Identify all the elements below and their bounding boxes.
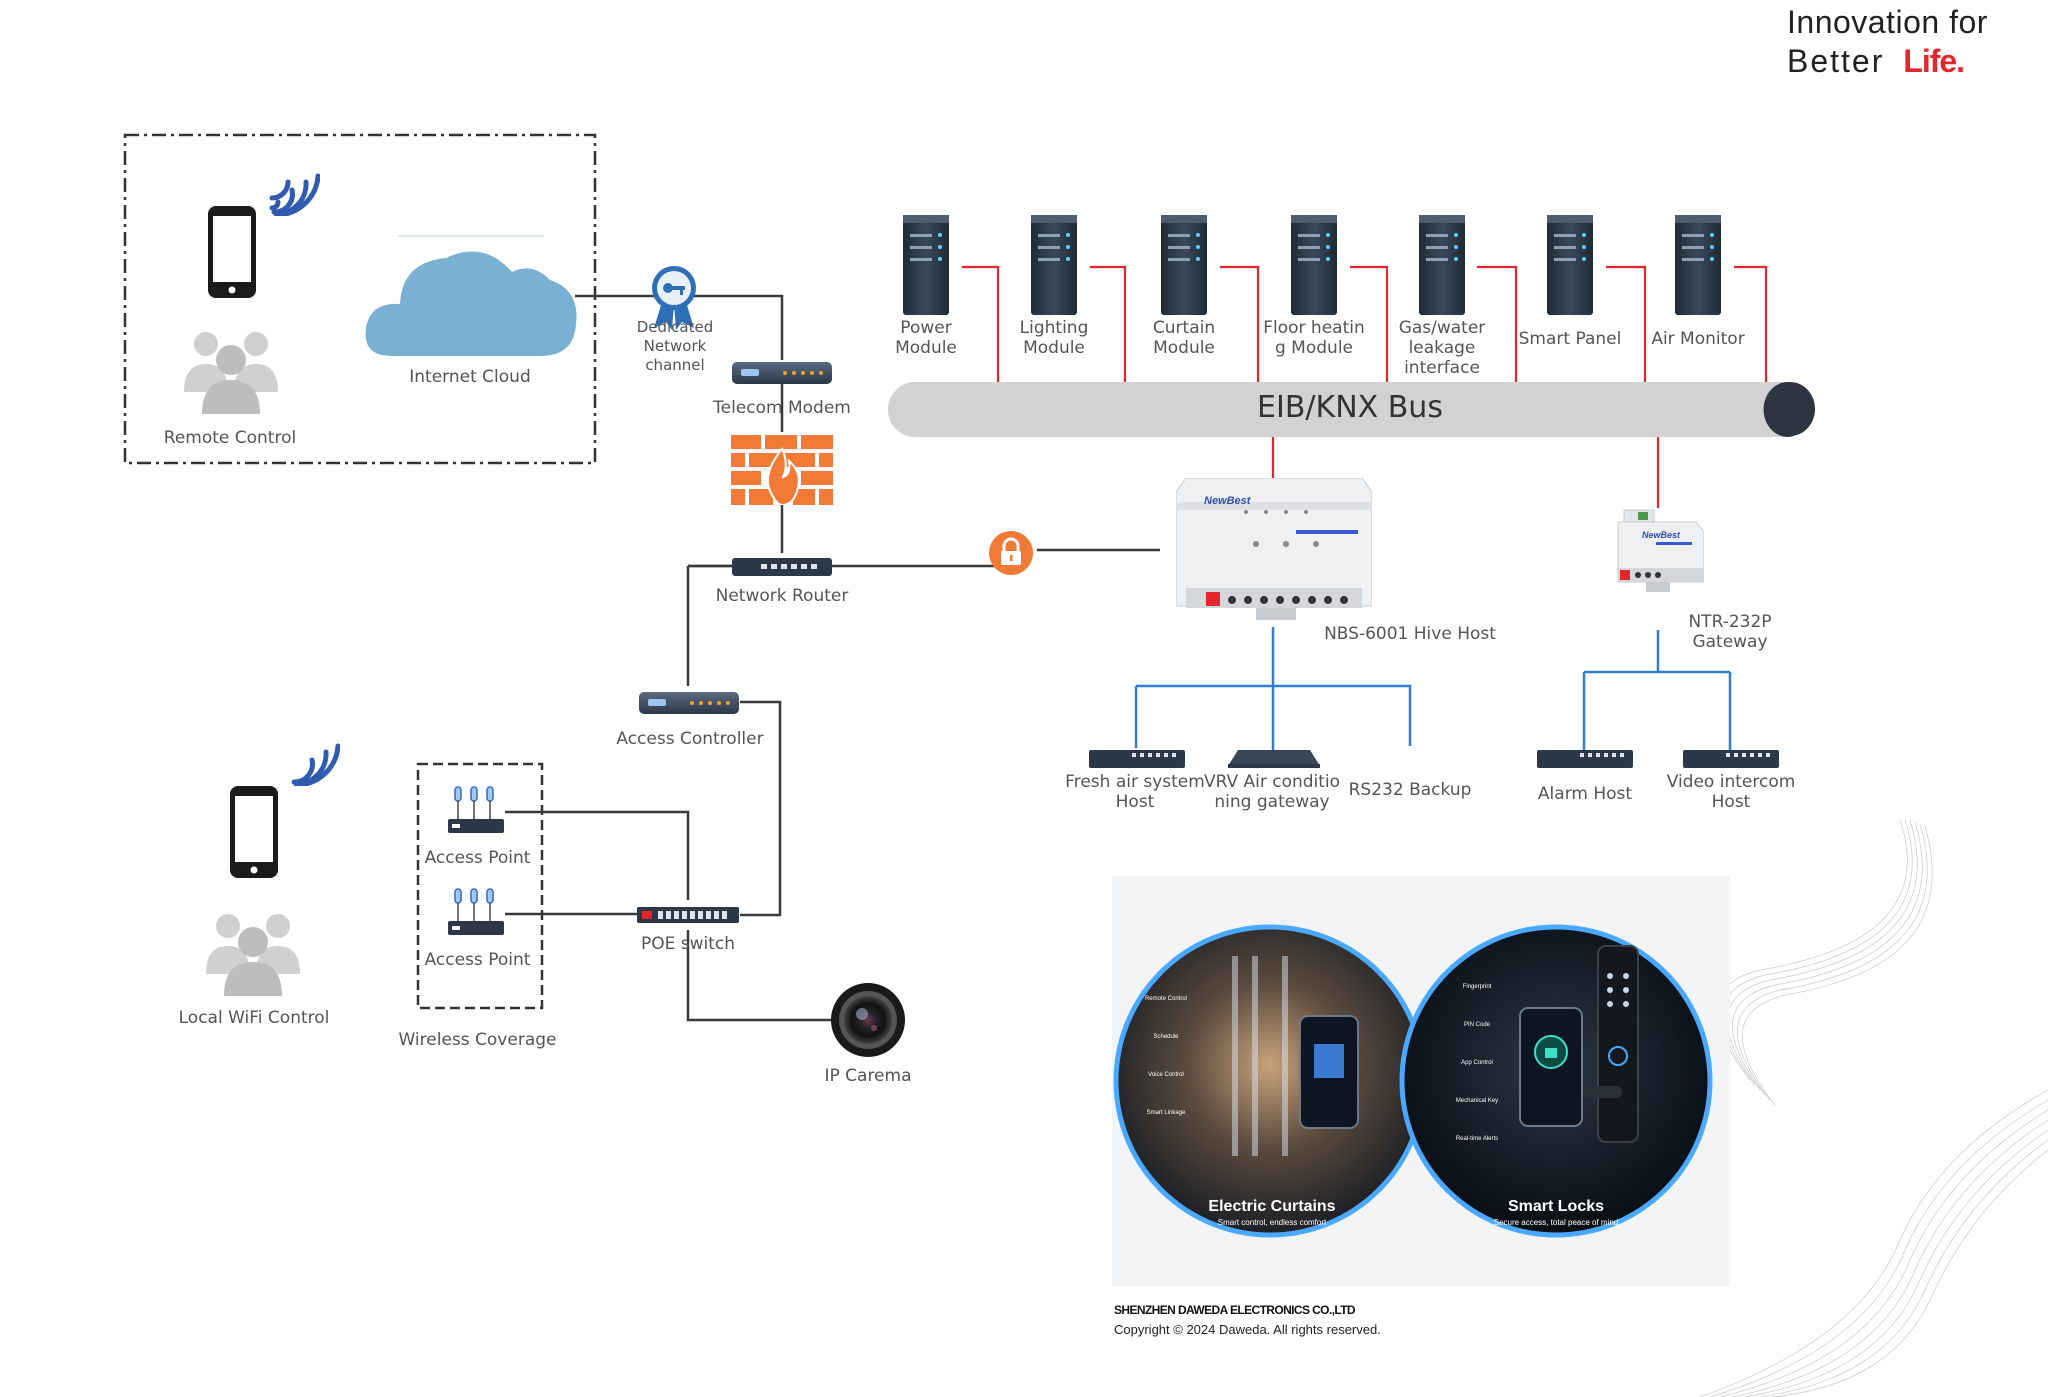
access-point-2-label: Access Point bbox=[424, 950, 531, 970]
curtains-subtitle: Smart control, endless comfort bbox=[1217, 1218, 1327, 1227]
fresh-air-host-icon bbox=[1089, 750, 1185, 768]
fresh-air-label: Fresh air system Host bbox=[1065, 772, 1205, 812]
remote-zone-box bbox=[123, 133, 597, 465]
locks-menu-item: Mechanical Key bbox=[1455, 1098, 1499, 1104]
modem-icon bbox=[732, 362, 832, 384]
module-label: Smart Panel bbox=[1518, 329, 1622, 349]
promo-image: Electric Curtains Smart control, endless… bbox=[1112, 876, 1730, 1286]
poe-switch-icon bbox=[637, 907, 739, 923]
tagline-better: Better bbox=[1787, 43, 1885, 79]
access-controller-label: Access Controller bbox=[616, 729, 764, 749]
module-rack-icon bbox=[1547, 215, 1593, 315]
module-rack-icon bbox=[903, 215, 949, 315]
tagline-line-2: Better Life. bbox=[1787, 43, 2037, 80]
bus-label: EIB/KNX Bus bbox=[1257, 390, 1443, 425]
curtains-title: Electric Curtains bbox=[1208, 1198, 1336, 1215]
hive-host-label: NBS-6001 Hive Host bbox=[1324, 624, 1496, 644]
telecom-modem-label: Telecom Modem bbox=[713, 398, 851, 418]
rs232-label: RS232 Backup bbox=[1348, 780, 1472, 800]
curtains-menu-item: Schedule bbox=[1153, 1034, 1179, 1040]
access-point-1-label: Access Point bbox=[424, 848, 531, 868]
locks-menu-item: Real-time Alerts bbox=[1455, 1136, 1499, 1142]
dedicated-channel-label: Dedicated Network channel bbox=[636, 318, 714, 374]
locks-title: Smart Locks bbox=[1507, 1198, 1605, 1215]
brand-tagline: Innovation for Better Life. bbox=[1787, 4, 2037, 80]
local-wifi-control-label: Local WiFi Control bbox=[178, 1008, 330, 1028]
curtains-menu-item: Remote Control bbox=[1144, 996, 1188, 1002]
curtains-caption: Electric Curtains Smart control, endless… bbox=[1152, 1198, 1392, 1227]
bus-drops bbox=[962, 265, 1768, 508]
module-rack-icon bbox=[1291, 215, 1337, 315]
curtains-menu-item: Smart Linkage bbox=[1146, 1110, 1186, 1116]
blue-lines bbox=[1134, 627, 1732, 750]
video-intercom-label: Video intercom Host bbox=[1666, 772, 1796, 812]
tagline-life: Life. bbox=[1903, 43, 1965, 79]
knx-bus bbox=[888, 382, 1815, 437]
locks-caption: Smart Locks Secure access, total peace o… bbox=[1436, 1198, 1676, 1227]
wireless-coverage-box bbox=[416, 762, 544, 1010]
network-router-label: Network Router bbox=[715, 586, 849, 606]
module-rack-icon bbox=[1419, 215, 1465, 315]
alarm-host-label: Alarm Host bbox=[1537, 784, 1633, 804]
firewall-icon bbox=[731, 435, 833, 505]
security-badge-icon bbox=[652, 266, 696, 330]
module-rack-icon bbox=[1031, 215, 1077, 315]
cloud-icon bbox=[365, 235, 577, 356]
locks-menu-item: PIN Code bbox=[1463, 1022, 1490, 1028]
vrv-gateway-icon bbox=[1228, 750, 1320, 768]
camera-icon bbox=[831, 983, 905, 1057]
hive-host-device bbox=[1176, 478, 1372, 620]
ip-camera-label: IP Carema bbox=[824, 1066, 912, 1086]
curtains-menu-item: Voice Control bbox=[1148, 1072, 1184, 1078]
alarm-host-icon bbox=[1537, 750, 1633, 768]
locks-menu-item: App Control bbox=[1461, 1060, 1493, 1066]
internet-cloud-label: Internet Cloud bbox=[409, 367, 531, 387]
gateway-device-brand: NewBest bbox=[1642, 530, 1681, 540]
promo-art bbox=[1113, 924, 1713, 1238]
network-lines bbox=[505, 294, 1160, 1022]
locks-menu-item: Fingerprint bbox=[1462, 984, 1492, 990]
company-name: SHENZHEN DAWEDA ELECTRONICS CO.,LTD bbox=[1114, 1303, 1356, 1317]
hive-device-brand: NewBest bbox=[1204, 495, 1251, 507]
phone-icon bbox=[230, 786, 278, 878]
access-controller-icon bbox=[639, 692, 739, 714]
access-point-icon bbox=[448, 888, 504, 935]
video-intercom-icon bbox=[1683, 750, 1779, 768]
access-point-icon bbox=[448, 786, 504, 833]
decorative-wave bbox=[1699, 820, 2048, 1397]
wifi-icon bbox=[291, 743, 340, 786]
remote-control-label: Remote Control bbox=[163, 428, 297, 448]
router-icon bbox=[732, 558, 832, 576]
phone-icon bbox=[208, 206, 256, 298]
gateway-device bbox=[1617, 509, 1704, 592]
wifi-icon bbox=[269, 173, 320, 216]
copyright: Copyright © 2024 Daweda. All rights rese… bbox=[1114, 1322, 1381, 1337]
users-icon bbox=[206, 914, 300, 996]
users-icon bbox=[184, 332, 278, 414]
gateway-label: NTR-232P Gateway bbox=[1688, 612, 1772, 652]
locks-subtitle: Secure access, total peace of mind bbox=[1493, 1218, 1619, 1227]
lock-icon bbox=[989, 531, 1033, 575]
vrv-label: VRV Air conditio ning gateway bbox=[1203, 772, 1341, 812]
module-label: Air Monitor bbox=[1651, 329, 1745, 349]
module-rack-icon bbox=[1161, 215, 1207, 315]
poe-switch-label: POE switch bbox=[640, 934, 736, 954]
wireless-coverage-label: Wireless Coverage bbox=[398, 1030, 557, 1050]
tagline-line-1: Innovation for bbox=[1787, 4, 1988, 40]
module-rack-icon bbox=[1675, 215, 1721, 315]
